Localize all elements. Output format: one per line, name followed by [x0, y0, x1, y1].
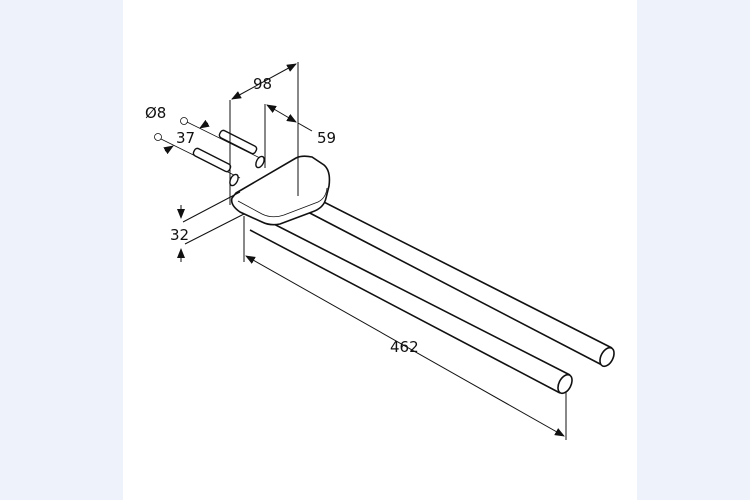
wall-bracket	[230, 155, 331, 226]
wall-anchors	[154, 117, 265, 187]
dim-98: 98	[253, 75, 272, 93]
dim-drill-diameter: Ø8	[145, 104, 166, 122]
dim-462: 462	[390, 338, 419, 356]
dim-32: 32	[170, 226, 189, 244]
lower-rail	[249, 217, 573, 395]
dim-37: 37	[176, 129, 195, 147]
dim-59: 59	[317, 129, 336, 147]
